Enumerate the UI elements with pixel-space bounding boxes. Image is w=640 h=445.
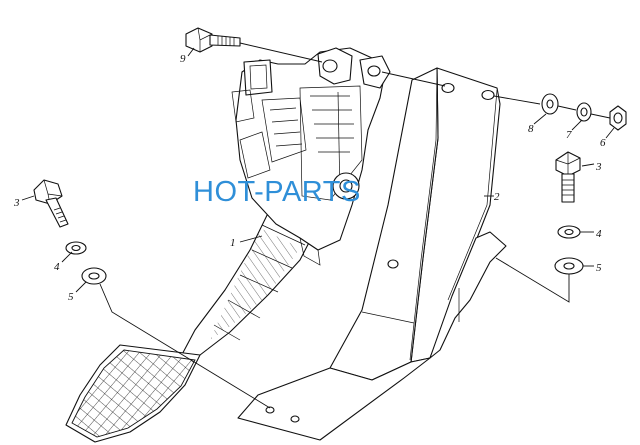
washer-8	[541, 93, 559, 115]
nut-6	[609, 105, 627, 131]
callout-6: 6	[600, 137, 606, 149]
callout-5-right: 5	[596, 262, 602, 274]
callout-1: 1	[230, 237, 236, 249]
washer-4-right	[557, 225, 581, 239]
callout-4-right: 4	[596, 228, 602, 240]
bolt-3-left	[33, 179, 69, 228]
pedal-housing	[231, 47, 391, 266]
callout-labels: 9 8 7 6 2 1 3 4 5 3 4 5	[13, 53, 606, 303]
callout-7: 7	[566, 129, 572, 141]
washer-4-left	[65, 241, 87, 255]
assembly-lines	[99, 42, 611, 409]
bolt-9	[185, 27, 241, 53]
callout-3-left: 3	[13, 197, 20, 209]
callout-leaders	[21, 47, 615, 293]
washer-5-right	[554, 257, 584, 275]
callout-4-left: 4	[54, 261, 60, 273]
washer-5-left	[81, 267, 107, 285]
washer-7	[576, 102, 592, 122]
callout-2: 2	[494, 191, 500, 203]
callout-5-left: 5	[68, 291, 74, 303]
callout-3-right: 3	[595, 161, 602, 173]
callout-8: 8	[528, 123, 534, 135]
pedal-lever	[65, 204, 319, 443]
callout-9: 9	[180, 53, 186, 65]
mounting-bracket	[237, 67, 507, 441]
watermark-text: HOT-PARTS	[193, 176, 361, 208]
bolt-3-right	[555, 151, 581, 203]
